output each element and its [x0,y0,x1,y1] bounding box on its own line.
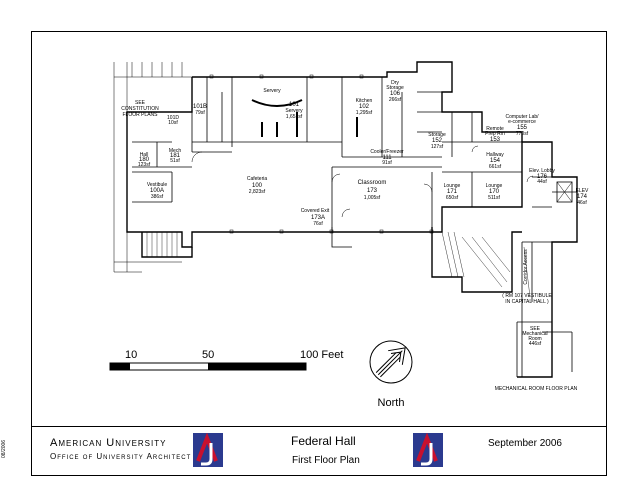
svg-text:Computer Lab/: Computer Lab/ [505,114,539,120]
servery-counter [251,99,303,107]
svg-text:Covered Exit: Covered Exit [301,208,330,214]
svg-text:174: 174 [577,194,588,200]
svg-text:661sf: 661sf [489,164,502,170]
svg-text:SEE: SEE [530,326,541,332]
svg-text:2,823sf: 2,823sf [249,189,266,195]
svg-text:101: 101 [289,102,300,108]
svg-text:101D: 101D [167,115,179,121]
svg-text:101B: 101B [193,104,207,110]
org-name: American University [50,437,167,449]
svg-text:106: 106 [390,91,401,97]
svg-text:Hall: Hall [140,152,149,158]
svg-text:173: 173 [367,188,378,194]
scale-label-50: 50 [202,349,214,361]
svg-text:155: 155 [517,125,528,131]
svg-text:Corridor Access: Corridor Access [523,249,529,285]
scale-bar: 10 50 100 Feet [109,349,343,371]
svg-text:( RM 107 VESTIBULE: ( RM 107 VESTIBULE [502,293,552,299]
north-label: North [378,397,405,409]
scale-label-100: 100 Feet [300,349,343,361]
label-see-constitution: SEE [135,100,146,106]
svg-text:Storage: Storage [428,132,446,138]
au-logo-left [193,433,223,467]
svg-text:Cooler/Freezer: Cooler/Freezer [370,149,404,155]
svg-text:100: 100 [252,183,263,189]
svg-text:511sf: 511sf [488,195,500,201]
room-labels: SEE CONSTITUTION FLOOR PLANS 101D 10sf 1… [121,80,589,392]
svg-text:Room: Room [528,336,541,342]
svg-text:Storage: Storage [386,85,404,91]
constitution-hatch [113,62,192,273]
svg-text:ELEV: ELEV [576,188,589,194]
svg-text:171: 171 [447,189,458,195]
drawing-sheet: SEE CONSTITUTION FLOOR PLANS 101D 10sf 1… [31,31,607,476]
svg-text:770sf: 770sf [516,131,529,137]
svg-text:CONSTITUTION: CONSTITUTION [121,106,159,112]
svg-text:386sf: 386sf [151,194,164,200]
interior-walls [132,77,577,377]
north-arrow: North [369,340,413,409]
side-stamp: 08/2006 [1,439,7,458]
svg-text:154: 154 [490,158,501,164]
title-block-divider [31,426,607,427]
svg-text:46sf: 46sf [577,200,587,206]
svg-text:Mechanical: Mechanical [522,331,547,337]
svg-text:91sf: 91sf [382,160,392,166]
floor-plan-drawing: SEE CONSTITUTION FLOOR PLANS 101D 10sf 1… [109,61,589,409]
svg-text:Servery: Servery [263,88,281,94]
svg-text:102: 102 [359,104,370,110]
drawing-date: September 2006 [488,438,562,449]
svg-text:Mech: Mech [169,148,181,154]
svg-text:Hallway: Hallway [486,152,504,158]
door-swings [191,145,534,218]
svg-text:153: 153 [490,137,501,143]
svg-text:79sf: 79sf [195,110,205,116]
svg-text:Servery: Servery [285,108,303,114]
svg-text:123sf: 123sf [138,162,151,168]
svg-text:Lounge: Lounge [486,183,503,189]
svg-text:152: 152 [432,138,443,144]
svg-text:e-commerce: e-commerce [508,119,536,125]
covered-exit-ramp [331,227,352,248]
plan-name: First Floor Plan [292,455,360,466]
svg-text:181: 181 [170,153,181,159]
svg-text:IN CAPITAL HALL ): IN CAPITAL HALL ) [505,299,549,305]
svg-text:76sf: 76sf [313,221,323,227]
svg-text:1,295sf: 1,295sf [356,110,373,116]
svg-text:Classroom: Classroom [358,180,387,186]
svg-text:10sf: 10sf [168,120,178,126]
svg-text:Cafeteria: Cafeteria [247,176,268,182]
svg-text:180: 180 [139,157,150,163]
svg-text:170: 170 [489,189,500,195]
building-name: Federal Hall [291,434,356,448]
org-office: Office of University Architect [50,452,192,461]
svg-text:1,651sf: 1,651sf [286,114,303,120]
svg-text:446sf: 446sf [529,341,542,347]
svg-text:173A: 173A [311,215,325,221]
svg-text:650sf: 650sf [446,195,459,201]
scale-label-10: 10 [125,349,137,361]
svg-text:Kitchen: Kitchen [356,98,373,104]
svg-text:100A: 100A [150,188,164,194]
svg-text:MECHANICAL ROOM FLOOR PLAN: MECHANICAL ROOM FLOOR PLAN [495,386,578,392]
svg-text:111: 111 [382,155,392,161]
svg-text:127sf: 127sf [431,144,444,150]
svg-text:Lounge: Lounge [444,183,461,189]
column-markers [209,74,434,234]
elevator-shaft [556,181,573,203]
au-logo-right [413,433,443,467]
svg-text:51sf: 51sf [170,158,180,164]
svg-text:Prep Rm: Prep Rm [485,131,505,137]
svg-text:Remote: Remote [486,126,504,132]
svg-text:FLOOR PLANS: FLOOR PLANS [122,112,158,118]
svg-text:176: 176 [537,174,548,180]
svg-text:Dry: Dry [391,80,399,86]
svg-text:44sf: 44sf [537,179,547,185]
svg-text:266sf: 266sf [389,97,402,103]
svg-text:Elev. Lobby: Elev. Lobby [529,168,555,174]
stair-hatch [141,231,531,298]
svg-text:Vestibule: Vestibule [147,182,168,188]
svg-text:1,005sf: 1,005sf [364,195,381,201]
